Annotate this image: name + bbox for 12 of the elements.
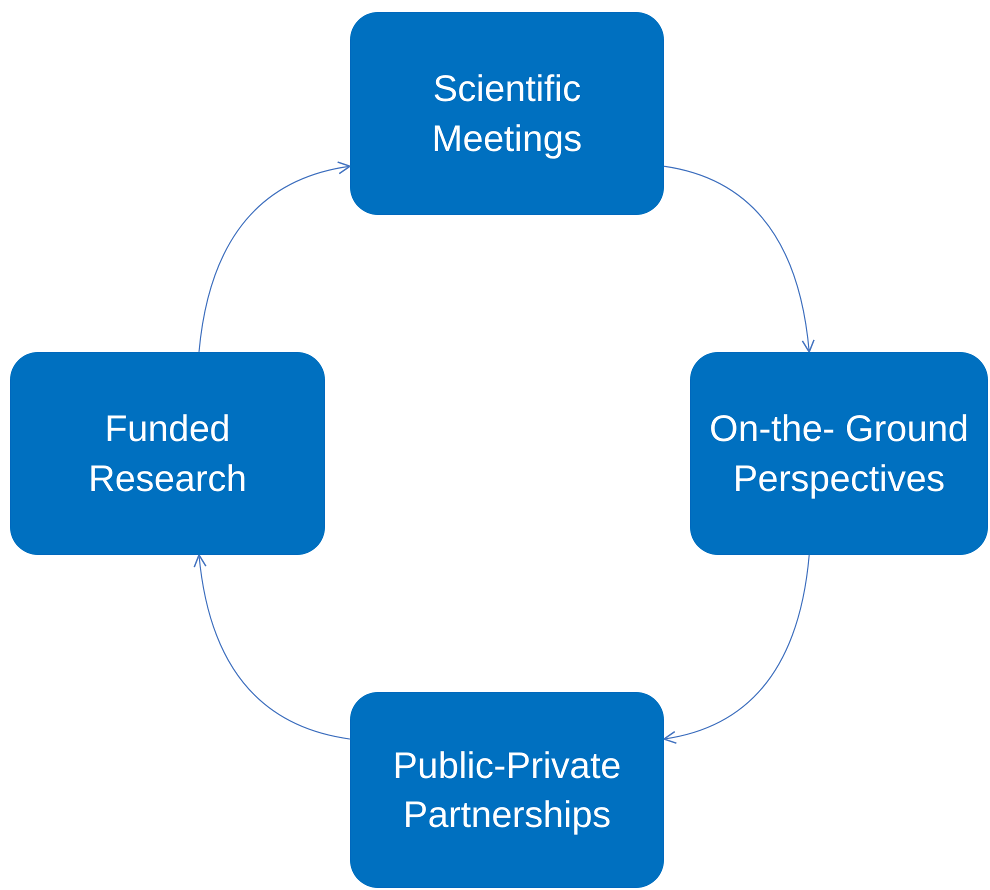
box-label: On-the- Ground Perspectives	[708, 407, 970, 501]
arrow	[198, 162, 351, 352]
process-box	[690, 352, 988, 555]
box-label: Scientific Meetings	[430, 67, 584, 161]
process-box	[350, 12, 664, 215]
arrow	[664, 166, 814, 353]
process-box	[10, 352, 325, 555]
box-label: Funded Research	[87, 407, 248, 500]
arrow	[194, 554, 350, 740]
arrow	[663, 554, 810, 744]
process-box	[350, 692, 664, 888]
box-label: Public-Private Partnerships	[392, 744, 622, 837]
